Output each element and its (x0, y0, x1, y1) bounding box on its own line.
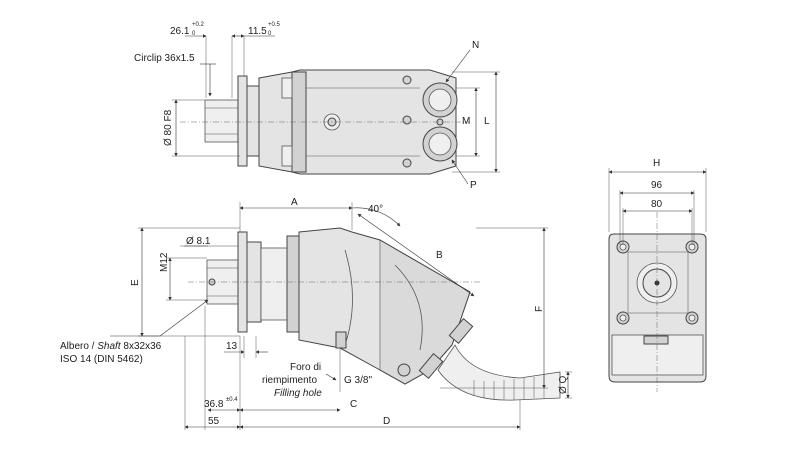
top-flange (237, 75, 248, 167)
label-h: H (653, 158, 660, 169)
label-dim-11: 11.5 (248, 26, 267, 37)
label-d81: Ø 8.1 (186, 236, 211, 247)
labels: 26.1 +0.2 0 11.5 +0.5 0 Circlip 36x1.5 N… (60, 22, 663, 427)
front-dimensions (608, 168, 707, 245)
label-80: 80 (651, 199, 663, 210)
label-angle: 40° (368, 204, 383, 215)
label-36-tol: ±0.4 (226, 397, 238, 403)
shaft-label-size: 8x32x36 (121, 341, 162, 352)
top-shaft (204, 99, 242, 143)
hose-fitting (437, 344, 561, 401)
label-dim-26: 26.1 (170, 26, 190, 37)
label-filling-en: Filling hole (274, 388, 322, 399)
label-m: M (462, 116, 470, 127)
top-view (180, 69, 470, 175)
label-f: F (534, 306, 545, 312)
label-55: 55 (208, 416, 220, 427)
label-n: N (472, 40, 479, 51)
label-dia-80f8: Ø 80 F8 (163, 109, 174, 146)
label-filling-it2: riempimento (262, 375, 317, 386)
label-d: D (383, 416, 390, 427)
label-dq: Ø Q (558, 375, 569, 394)
label-36: 36.8 (204, 399, 224, 410)
shaft-label-albero: Albero / (60, 341, 97, 352)
label-shaft-line1: Albero / Shaft 8x32x36 (60, 341, 162, 352)
shaft-label-shaft: Shaft (97, 341, 122, 352)
label-filling-it1: Foro di (290, 362, 321, 373)
top-dimensions (172, 34, 500, 185)
label-dim-26-tol-bot: 0 (192, 31, 196, 37)
label-e: E (130, 279, 141, 286)
label-b: B (436, 250, 443, 261)
side-dimensions (110, 202, 572, 430)
label-13: 13 (226, 341, 238, 352)
label-g: G 3/8" (344, 375, 372, 386)
side-view (188, 227, 561, 401)
label-p: P (470, 180, 477, 191)
label-m12: M12 (159, 252, 170, 272)
label-dim-11-tol-top: +0.5 (268, 22, 281, 28)
label-dim-11-tol-bot: 0 (268, 31, 272, 37)
label-l: L (484, 116, 490, 127)
label-circlip: Circlip 36x1.5 (134, 53, 195, 64)
label-a: A (291, 197, 298, 208)
label-dim-26-tol-top: +0.2 (192, 22, 205, 28)
label-c: C (350, 399, 357, 410)
label-shaft-line2: ISO 14 (DIN 5462) (60, 354, 143, 365)
front-view (608, 212, 707, 392)
label-96: 96 (651, 180, 663, 191)
